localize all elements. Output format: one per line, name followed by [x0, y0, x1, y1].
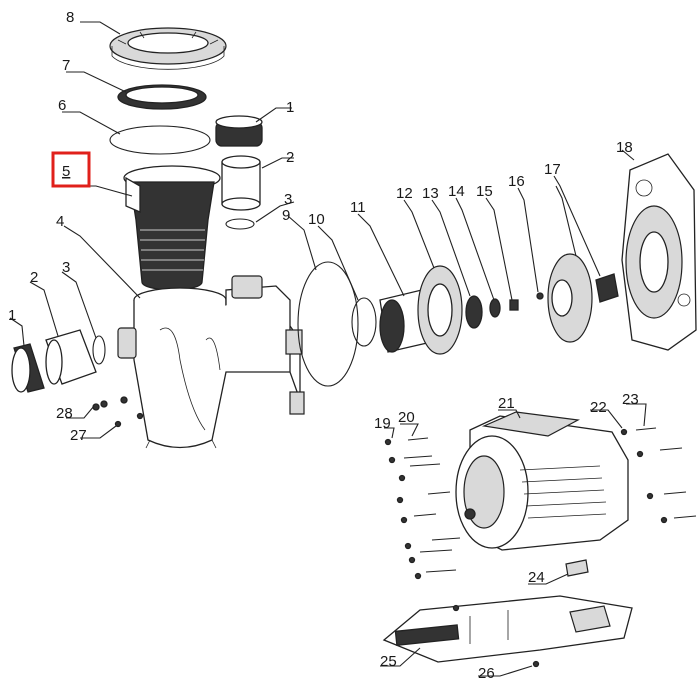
- part-6-o-ring: [109, 125, 211, 155]
- fasteners: [92, 396, 697, 668]
- label-4: 4: [56, 213, 64, 230]
- label-9: 9: [282, 207, 290, 224]
- label-20: 20: [398, 409, 415, 426]
- label-26: 26: [478, 665, 495, 682]
- label-24: 24: [528, 569, 545, 586]
- label-11: 11: [350, 199, 366, 216]
- leader-lines: [9, 21, 647, 677]
- label-17: 17: [544, 161, 561, 178]
- label-16: 16: [508, 173, 525, 190]
- label-23: 23: [622, 391, 639, 408]
- label-22: 22: [590, 399, 607, 416]
- part-8-lid-ring: [109, 27, 227, 70]
- label-28: 28: [56, 405, 73, 422]
- label-12: 12: [396, 185, 413, 202]
- callout-labels: 8 7 6 5 4 2 3 1 1 2 3 9 10 11 12 13 14 1…: [8, 9, 639, 682]
- highlight-box: [51, 151, 91, 188]
- label-3-upper: 3: [284, 191, 292, 208]
- part-7-lock-ring: [117, 84, 207, 110]
- label-21: 21: [498, 395, 515, 412]
- label-14: 14: [448, 183, 465, 200]
- part-4-pump-housing: [117, 275, 305, 449]
- impeller-and-plate-parts: [547, 153, 697, 351]
- upper-outlet-union-parts: [215, 115, 263, 230]
- label-6: 6: [58, 97, 66, 114]
- part-25-base: [382, 559, 633, 663]
- label-8: 8: [66, 9, 74, 26]
- label-5: 5: [62, 163, 70, 180]
- label-2-upper: 2: [286, 149, 294, 166]
- label-27: 27: [70, 427, 87, 444]
- label-1-upper: 1: [286, 99, 294, 116]
- label-10: 10: [308, 211, 325, 228]
- part-21-motor: [455, 411, 629, 551]
- label-18: 18: [616, 139, 633, 156]
- label-19: 19: [374, 415, 391, 432]
- label-3-left: 3: [62, 259, 70, 276]
- seal-group-parts: [297, 261, 544, 387]
- label-2-left: 2: [30, 269, 38, 286]
- label-13: 13: [422, 185, 439, 202]
- label-25: 25: [380, 653, 397, 670]
- part-5-strainer-basket: [123, 165, 221, 291]
- label-7: 7: [62, 57, 70, 74]
- label-1-left: 1: [8, 307, 16, 324]
- label-15: 15: [476, 183, 493, 200]
- left-inlet-union-parts: [11, 329, 106, 393]
